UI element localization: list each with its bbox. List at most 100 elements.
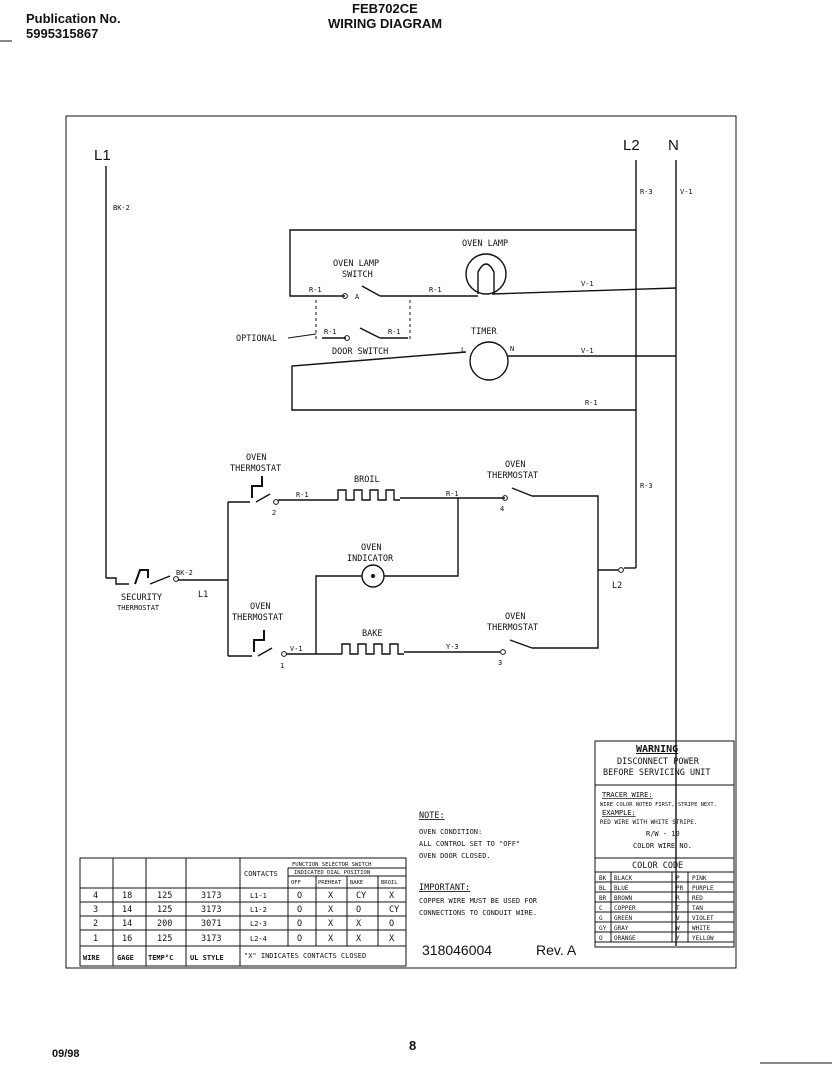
model-number: FEB702CE bbox=[352, 1, 418, 16]
optional-dashed-wire bbox=[315, 300, 411, 340]
terminal-2-label: 2 bbox=[272, 509, 276, 517]
color-code-abbr: GY bbox=[599, 925, 607, 932]
warning-title: WARNING bbox=[636, 744, 678, 755]
important-line-1: COPPER WIRE MUST BE USED FOR bbox=[419, 897, 538, 905]
color-code-name: WHITE bbox=[692, 925, 710, 932]
lamp-switch-label-1: OVEN LAMP bbox=[333, 259, 379, 269]
oven-thermostat-lower-right-contact bbox=[509, 639, 533, 649]
color-code-abbr: PR bbox=[676, 885, 684, 892]
tracer-line-3: RED WIRE WITH WHITE STRIPE. bbox=[600, 819, 698, 826]
security-label-1: SECURITY bbox=[121, 593, 162, 603]
oven-thermostat-right-label-1: OVEN bbox=[505, 460, 525, 470]
wire-label-r1: R-1 bbox=[309, 286, 322, 294]
wire-label-r1: R-1 bbox=[324, 328, 337, 336]
wire-temp-cell: 125 bbox=[157, 891, 172, 901]
terminal-1 bbox=[281, 651, 287, 657]
oven-thermostat-upper-symbol bbox=[251, 476, 263, 498]
contact-name-cell: L1-1 bbox=[250, 892, 267, 900]
color-code-name: BLACK bbox=[614, 875, 632, 882]
oven-indicator-dot bbox=[371, 574, 375, 578]
oven-thermostat-upper-label-1: OVEN bbox=[246, 453, 266, 463]
part-number: 318046004 bbox=[422, 942, 492, 958]
timer-circuit-wire bbox=[291, 351, 636, 411]
lamp-neutral-wire bbox=[491, 287, 677, 295]
color-code-abbr: T bbox=[676, 905, 680, 912]
contact-table-footer: "X" INDICATES CONTACTS CLOSED bbox=[244, 952, 366, 960]
oven-thermostat-upper-right-contact bbox=[511, 487, 533, 497]
contact-state-cell: X bbox=[356, 919, 362, 929]
timer-terminal-n: N bbox=[510, 345, 514, 353]
contact-state-cell: O bbox=[297, 934, 302, 944]
security-wire bbox=[106, 577, 129, 585]
wire-number-cell: 2 bbox=[93, 919, 98, 929]
contact-state-cell: O bbox=[297, 891, 302, 901]
bake-return-wire bbox=[532, 572, 599, 649]
wire-number-cell: 3 bbox=[93, 905, 98, 915]
security-contact bbox=[149, 575, 171, 585]
wire-label-v1: V-1 bbox=[290, 645, 303, 653]
contact-state-cell: X bbox=[328, 891, 334, 901]
color-code-name: RED bbox=[692, 895, 703, 902]
contact-state-cell: X bbox=[328, 905, 334, 915]
oven-lamp-filament bbox=[477, 263, 495, 294]
oven-lamp-label: OVEN LAMP bbox=[462, 239, 508, 249]
indicator-wire bbox=[384, 498, 459, 577]
oven-indicator-label-2: INDICATOR bbox=[347, 554, 394, 564]
broil-label: BROIL bbox=[354, 475, 380, 485]
l1-label: L1 bbox=[94, 147, 111, 164]
tracer-line-5: COLOR WIRE NO. bbox=[633, 842, 692, 850]
color-code-abbr: P bbox=[676, 875, 680, 882]
wire-number-cell: 4 bbox=[93, 891, 98, 901]
note-line-1: OVEN CONDITION: bbox=[419, 828, 482, 836]
door-switch-label: DOOR SWITCH bbox=[332, 347, 388, 357]
important-title: IMPORTANT: bbox=[419, 883, 470, 893]
bake-label: BAKE bbox=[362, 629, 382, 639]
wire-label-r1: R-1 bbox=[296, 491, 309, 499]
color-code-name: BROWN bbox=[614, 895, 632, 902]
lamp-switch-contact bbox=[361, 285, 381, 297]
l2-node-label: L2 bbox=[612, 581, 622, 591]
oven-lamp-symbol bbox=[465, 253, 507, 295]
wire-label-y3: Y-3 bbox=[446, 643, 459, 651]
l2-node-terminal bbox=[618, 567, 624, 573]
optional-label: OPTIONAL bbox=[236, 334, 277, 344]
publication-number: 5995315867 bbox=[26, 26, 99, 41]
tracer-line-1: WIRE COLOR NOTED FIRST, STRIPE NEXT. bbox=[600, 802, 717, 808]
a-mark: A bbox=[355, 293, 360, 301]
door-switch-terminal bbox=[344, 335, 350, 341]
broil-element bbox=[337, 489, 400, 501]
terminal-1-label: 1 bbox=[280, 662, 284, 670]
wire-ul-style-cell: 3173 bbox=[201, 905, 221, 915]
oven-thermostat-right-label-2: THERMOSTAT bbox=[487, 471, 538, 481]
wire-label-v1: V-1 bbox=[581, 280, 594, 288]
page-number: 8 bbox=[409, 1038, 417, 1053]
terminal-4 bbox=[502, 495, 508, 501]
security-terminal bbox=[173, 576, 179, 582]
wire-label-r3: R-3 bbox=[640, 482, 653, 490]
note-title: NOTE: bbox=[419, 811, 445, 821]
lamp-switch-label-2: SWITCH bbox=[342, 270, 373, 280]
oven-thermostat-lower-contact bbox=[257, 647, 273, 657]
color-code-name: TAN bbox=[692, 905, 703, 912]
security-thermostat-symbol bbox=[134, 569, 149, 585]
wire-ul-style-cell: 3173 bbox=[201, 934, 221, 944]
color-code-abbr: G bbox=[599, 915, 603, 922]
wire-gage-cell: 18 bbox=[122, 891, 132, 901]
oven-thermostat-lower-right-label-2: THERMOSTAT bbox=[487, 623, 538, 633]
contact-column-header: BROIL bbox=[381, 880, 398, 886]
contact-column-header: BAKE bbox=[350, 880, 363, 886]
wire-label-r1: R-1 bbox=[585, 399, 598, 407]
wire-temp-cell: 125 bbox=[157, 934, 172, 944]
tracer-title: TRACER WIRE: bbox=[602, 791, 653, 799]
wire-label-bk2: BK-2 bbox=[176, 569, 193, 577]
color-code-name: PINK bbox=[692, 875, 707, 882]
color-code-name: PURPLE bbox=[692, 885, 714, 892]
oven-thermostat-lower-label-2: THERMOSTAT bbox=[232, 613, 283, 623]
n-label: N bbox=[668, 137, 679, 154]
optional-leader bbox=[287, 333, 317, 339]
wire-number-cell: 1 bbox=[93, 934, 98, 944]
wire-gage-cell: 16 bbox=[122, 934, 132, 944]
wire-label-v1: V-1 bbox=[680, 188, 693, 196]
